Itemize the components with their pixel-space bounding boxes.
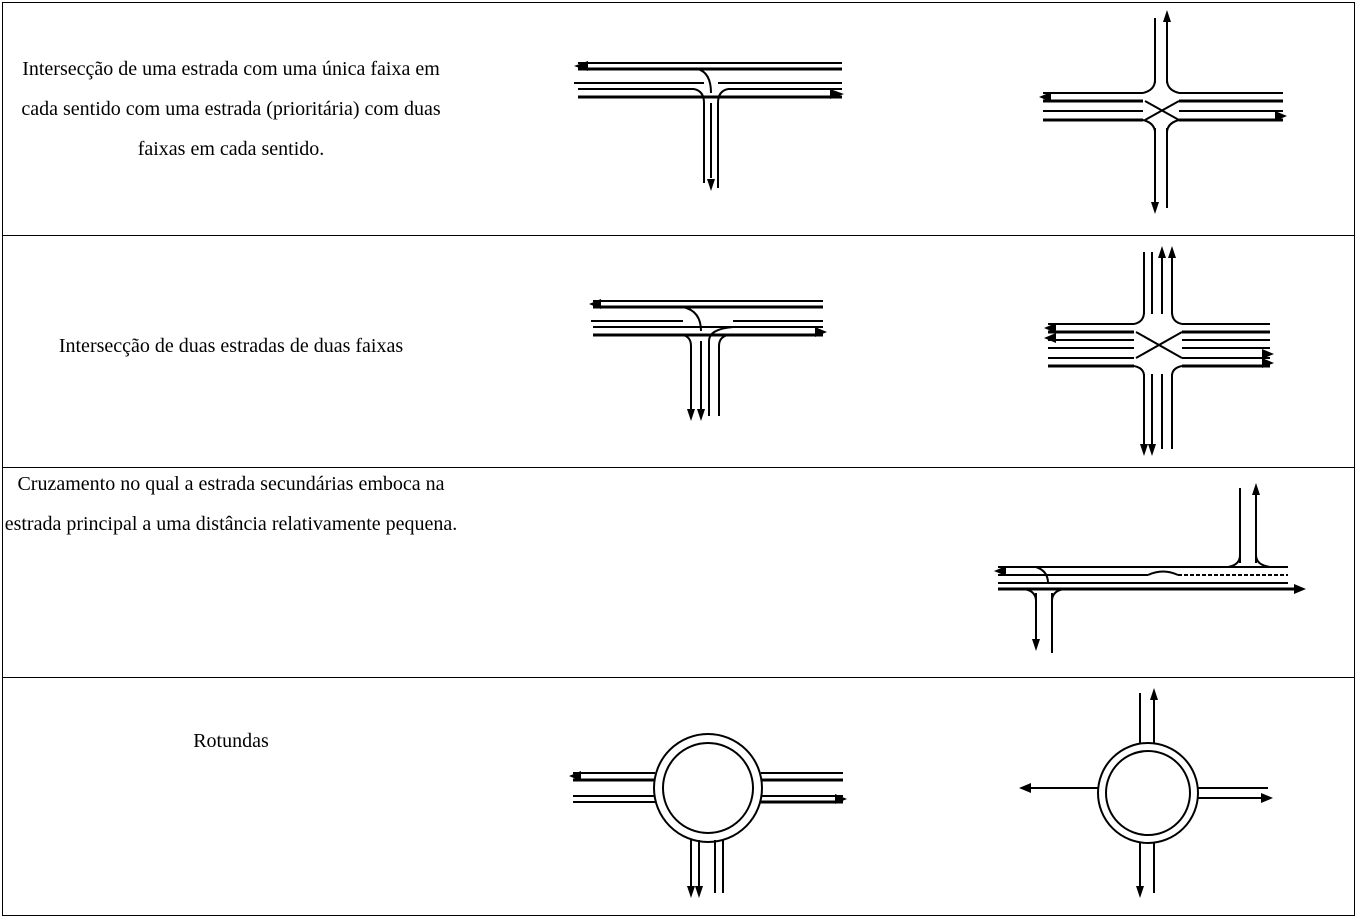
- crossroads-diagram: [1039, 10, 1287, 214]
- staggered-junction-diagram: [994, 483, 1306, 653]
- row-description: Intersecção de uma estrada com uma única…: [21, 58, 441, 160]
- table-row: Rotundas: [3, 678, 1354, 917]
- crossroads-dual-diagram: [1044, 246, 1274, 456]
- roundabout-four-arm-diagram: [1019, 688, 1273, 898]
- row-description: Cruzamento no qual a estrada secundárias…: [4, 473, 458, 535]
- table-row: Intersecção de uma estrada com uma única…: [3, 3, 1354, 236]
- t-junction-dual-diagram: [589, 299, 827, 421]
- table-row: Intersecção de duas estradas de duas fai…: [3, 236, 1354, 468]
- table-row: Cruzamento no qual a estrada secundárias…: [3, 468, 1354, 678]
- row-description: Intersecção de duas estradas de duas fai…: [58, 335, 404, 357]
- roundabout-three-arm-diagram: [569, 733, 847, 898]
- t-junction-diagram: [574, 61, 844, 191]
- row-description: Rotundas: [193, 730, 269, 752]
